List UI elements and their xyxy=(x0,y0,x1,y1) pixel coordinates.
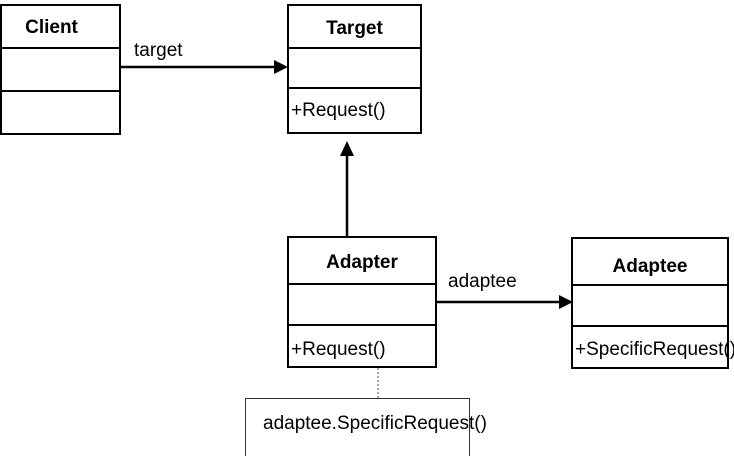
association-label-adaptee: adaptee xyxy=(448,271,517,292)
class-client-name-section: Client xyxy=(2,6,119,49)
class-target-operations: +Request() xyxy=(289,89,420,132)
class-target-name: Target xyxy=(326,18,383,39)
class-adapter-operation: +Request() xyxy=(291,339,386,360)
class-client-name: Client xyxy=(25,17,78,38)
class-adapter-operations: +Request() xyxy=(289,326,435,366)
class-adaptee[interactable]: Adaptee +SpecificRequest() xyxy=(571,237,734,369)
class-target[interactable]: Target +Request() xyxy=(287,4,422,134)
class-target-name-section: Target xyxy=(289,6,420,49)
class-adaptee-name: Adaptee xyxy=(612,256,688,277)
class-adapter[interactable]: Adapter +Request() xyxy=(287,236,437,368)
class-adapter-name: Adapter xyxy=(326,252,398,273)
association-label-target: target xyxy=(134,40,183,61)
class-target-operation: +Request() xyxy=(291,100,386,121)
class-client-attributes xyxy=(2,49,119,92)
note-box: adaptee.SpecificRequest() xyxy=(245,398,487,456)
class-adaptee-name-section: Adaptee xyxy=(573,239,727,286)
class-adapter-attributes xyxy=(289,285,435,326)
class-adaptee-operation: +SpecificRequest() xyxy=(575,339,734,360)
arrowhead-adapter-target xyxy=(340,141,354,156)
class-target-attributes xyxy=(289,49,420,89)
class-adaptee-attributes xyxy=(573,286,727,327)
class-adaptee-operations: +SpecificRequest() xyxy=(573,327,734,367)
note-text: adaptee.SpecificRequest() xyxy=(263,413,487,434)
class-client[interactable]: Client xyxy=(0,4,121,135)
class-adapter-name-section: Adapter xyxy=(289,238,435,285)
arrowhead-client-target xyxy=(274,60,288,74)
class-client-operations xyxy=(2,92,119,133)
arrowhead-adapter-adaptee xyxy=(559,295,573,309)
